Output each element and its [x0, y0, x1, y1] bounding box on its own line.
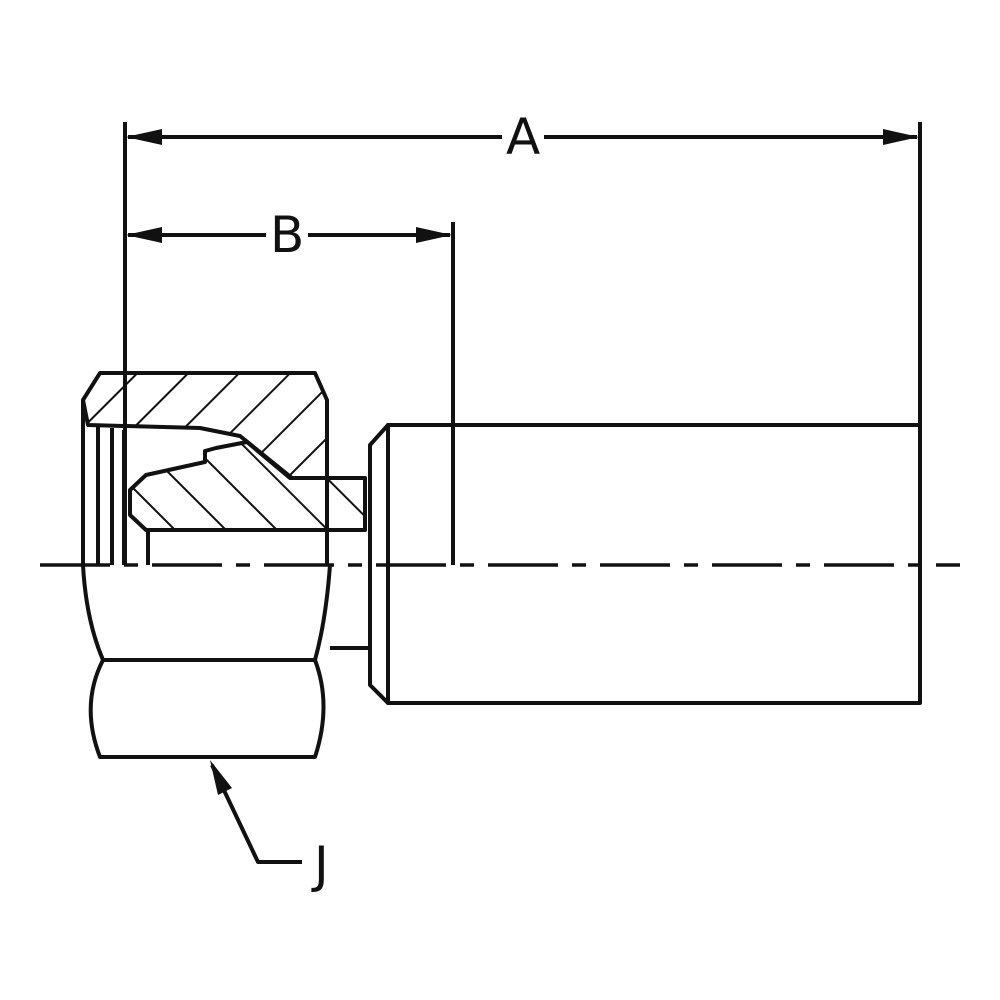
- nut-hex-lower: [88, 659, 326, 759]
- arrowheads: [126, 129, 919, 795]
- dimension-a-label: A: [502, 112, 545, 162]
- nut-hex-upper: [81, 564, 332, 662]
- insert-section: [128, 440, 367, 532]
- leader-j: [210, 764, 302, 864]
- hex-j-label: J: [314, 836, 329, 894]
- dimension-b-label: B: [266, 210, 309, 260]
